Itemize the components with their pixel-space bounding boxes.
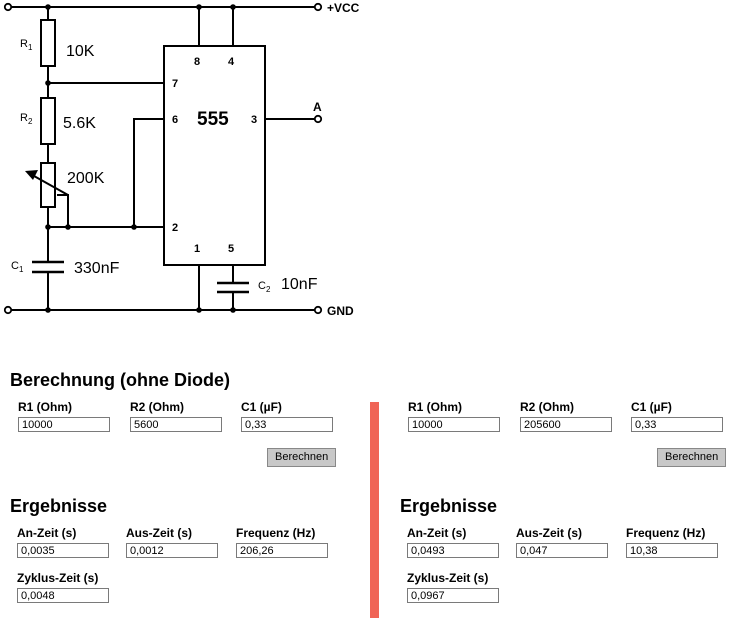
r1-label: R1 (Ohm): [18, 400, 72, 414]
cycle-time-output[interactable]: [17, 588, 109, 603]
off-time-output[interactable]: [516, 543, 608, 558]
results-title: Ergebnisse: [400, 496, 498, 516]
circuit-diagram: +VCC GND A 555 8 4 7 6 3 2 1 5 R1 10K R2…: [3, 1, 360, 318]
on-time-label: An-Zeit (s): [407, 526, 467, 540]
calculator-panel-right: R1 (Ohm) R2 (Ohm) C1 (µF) Berechnen Erge…: [400, 366, 736, 624]
r2-value: 5.6K: [63, 115, 96, 132]
r2-designator: R2: [20, 112, 33, 126]
gnd-left-terminal: [3, 305, 13, 315]
r2-label: R2 (Ohm): [520, 400, 574, 414]
pot-value: 200K: [67, 170, 105, 187]
on-time-label: An-Zeit (s): [17, 526, 77, 540]
pin-1-label: 1: [194, 243, 200, 255]
pin-5-label: 5: [228, 243, 234, 255]
calc-title: Berechnung (ohne Diode): [10, 370, 230, 390]
r1-input[interactable]: [408, 417, 500, 432]
frequency-label: Frequenz (Hz): [236, 526, 316, 540]
cycle-time-label: Zyklus-Zeit (s): [407, 571, 489, 585]
off-time-label: Aus-Zeit (s): [516, 526, 582, 540]
pin-6-label: 6: [172, 114, 178, 126]
vcc-label: +VCC: [327, 1, 360, 15]
panel-divider: [370, 402, 379, 618]
c1-input[interactable]: [241, 417, 333, 432]
frequency-output[interactable]: [626, 543, 718, 558]
r2-resistor: [40, 97, 56, 145]
r1-designator: R1: [20, 38, 33, 52]
pin-2-label: 2: [172, 222, 178, 234]
c1-value: 330nF: [74, 260, 120, 277]
pin-7-label: 7: [172, 78, 178, 90]
c1-input[interactable]: [631, 417, 723, 432]
pot-arrowhead: [25, 170, 38, 180]
r1-value: 10K: [66, 43, 95, 60]
on-time-output[interactable]: [17, 543, 109, 558]
vcc-right-terminal: [313, 2, 323, 12]
r2-input[interactable]: [130, 417, 222, 432]
r1-input[interactable]: [18, 417, 110, 432]
c2-designator: C2: [258, 280, 271, 294]
gnd-right-terminal: [313, 305, 323, 315]
c1-label: C1 (µF): [241, 400, 282, 414]
cycle-time-output[interactable]: [407, 588, 499, 603]
calculate-button[interactable]: Berechnen: [267, 448, 337, 467]
r1-resistor: [40, 19, 56, 67]
ic-label: 555: [197, 109, 229, 130]
pot-arrow: [33, 175, 69, 196]
off-time-label: Aus-Zeit (s): [126, 526, 192, 540]
frequency-output[interactable]: [236, 543, 328, 558]
off-time-output[interactable]: [126, 543, 218, 558]
potentiometer: [40, 162, 56, 208]
vcc-left-terminal: [3, 2, 13, 12]
pin-3-label: 3: [251, 114, 257, 126]
output-label: A: [313, 100, 322, 114]
frequency-label: Frequenz (Hz): [626, 526, 706, 540]
gnd-label: GND: [327, 304, 354, 318]
c1-label: C1 (µF): [631, 400, 672, 414]
ic-555-body: [163, 45, 266, 266]
pin-4-label: 4: [228, 56, 235, 68]
r2-input[interactable]: [520, 417, 612, 432]
r2-label: R2 (Ohm): [130, 400, 184, 414]
c1-designator: C1: [11, 260, 24, 274]
calculate-button[interactable]: Berechnen: [657, 448, 727, 467]
output-terminal: [313, 114, 323, 124]
pin-8-label: 8: [194, 56, 200, 68]
results-title: Ergebnisse: [10, 496, 108, 516]
r1-label: R1 (Ohm): [408, 400, 462, 414]
on-time-output[interactable]: [407, 543, 499, 558]
c2-value: 10nF: [281, 276, 318, 293]
cycle-time-label: Zyklus-Zeit (s): [17, 571, 99, 585]
calculator-panel-left: Berechnung (ohne Diode) R1 (Ohm) R2 (Ohm…: [10, 366, 350, 624]
